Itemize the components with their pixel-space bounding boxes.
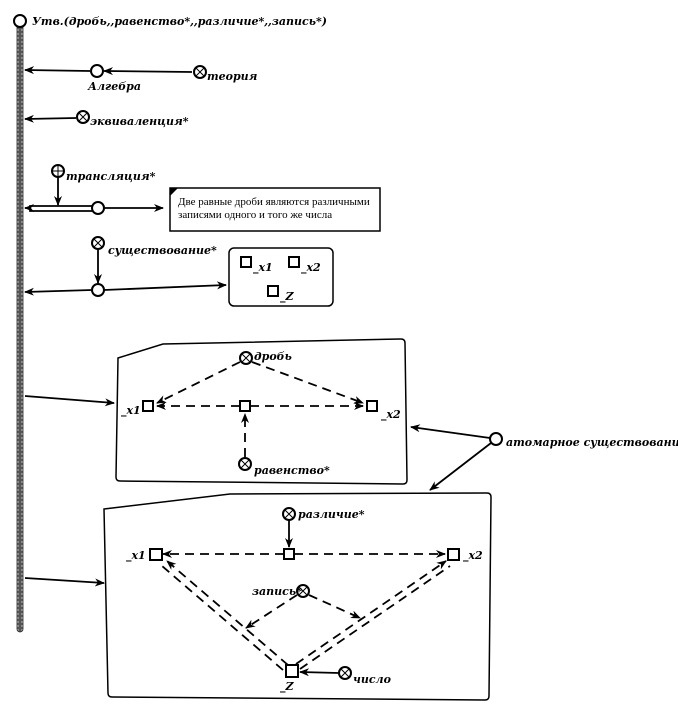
- equivalence-node[interactable]: [76, 110, 90, 124]
- double-link-z-x1: [161, 560, 289, 671]
- edge-equivalence-bus: [24, 114, 77, 123]
- theory-node[interactable]: [193, 65, 207, 79]
- edge-fraction-x1: [156, 361, 241, 404]
- note-line-2: записями одного и того же числа: [178, 209, 332, 221]
- number-node[interactable]: [338, 666, 352, 680]
- theory-label: теория: [207, 70, 258, 83]
- edge-existence-bus: [24, 287, 93, 296]
- translation-double-link: [29, 205, 92, 212]
- box2-x1-node[interactable]: [142, 400, 154, 412]
- statement-bus: [16, 23, 24, 633]
- box3-x2-node[interactable]: [447, 548, 460, 561]
- record-label: запись*: [252, 585, 302, 598]
- var-z-label: _Z: [280, 290, 295, 304]
- atomic-existence-label: атомарное существование: [506, 436, 678, 449]
- box3-x1-node[interactable]: [149, 548, 163, 561]
- translation-node[interactable]: [51, 164, 65, 178]
- var-z-node[interactable]: [267, 285, 279, 297]
- equality-node[interactable]: [238, 457, 252, 471]
- edge-theory-algebra: [103, 67, 193, 76]
- fraction-node[interactable]: [239, 351, 253, 365]
- var-x2-node[interactable]: [288, 256, 300, 268]
- edge-record-right: [308, 594, 361, 619]
- difference-label: различие*: [298, 508, 365, 521]
- record-node[interactable]: [296, 584, 310, 598]
- equality-context-box[interactable]: [115, 338, 408, 485]
- double-link-z-x2: [295, 560, 451, 670]
- box3-x2-label: _x2: [463, 549, 483, 563]
- number-label: число: [353, 673, 391, 686]
- var-x1-node[interactable]: [240, 256, 252, 268]
- note-box[interactable]: Две равные дроби являются различными зап…: [169, 187, 381, 232]
- edge-number-z: [299, 668, 340, 677]
- var-x1-label: _x1: [253, 261, 273, 275]
- difference-relation-node[interactable]: [283, 548, 295, 560]
- variables-box[interactable]: _x1 _x2 _Z: [228, 247, 334, 307]
- difference-node[interactable]: [282, 507, 296, 521]
- edge-atomic-box3: [429, 442, 492, 491]
- existence-node[interactable]: [91, 236, 105, 250]
- box2-x2-label: _x2: [381, 408, 401, 422]
- var-x2-label: _x2: [301, 261, 321, 275]
- existence-label: существование*: [108, 244, 217, 257]
- equality-relation-node[interactable]: [239, 400, 251, 412]
- edge-algebra-bus: [24, 66, 91, 75]
- edge-fraction-x2: [251, 361, 364, 404]
- edge-atomic-box2: [410, 424, 491, 439]
- statement-label: Утв.(дробь,,равенство*,,различие*,,запис…: [32, 15, 327, 28]
- existence-mid-node[interactable]: [91, 283, 105, 297]
- atomic-existence-node[interactable]: [489, 432, 503, 446]
- box2-x2-node[interactable]: [366, 400, 378, 412]
- edge-bus-to-box2: [24, 395, 115, 407]
- equality-label: равенство*: [254, 464, 330, 477]
- fraction-label: дробь: [254, 350, 292, 363]
- difference-context-box[interactable]: [103, 492, 492, 701]
- equivalence-label: эквиваленция*: [90, 115, 189, 128]
- algebra-label: Алгебра: [87, 80, 141, 93]
- edge-to-var-box: [103, 281, 227, 291]
- box3-z-node[interactable]: [285, 664, 299, 678]
- box2-x1-label: _x1: [121, 404, 141, 418]
- edge-bus-to-box3: [24, 577, 105, 587]
- box3-z-label: _Z: [280, 680, 295, 694]
- translation-label: трансляция*: [66, 170, 156, 183]
- box3-x1-label: _x1: [126, 549, 146, 563]
- edge-record-left: [245, 594, 298, 629]
- statement-node[interactable]: [13, 14, 27, 28]
- note-line-1: Две равные дроби являются различными: [178, 196, 370, 208]
- algebra-node[interactable]: [90, 64, 104, 78]
- translation-mid-node[interactable]: [91, 201, 105, 215]
